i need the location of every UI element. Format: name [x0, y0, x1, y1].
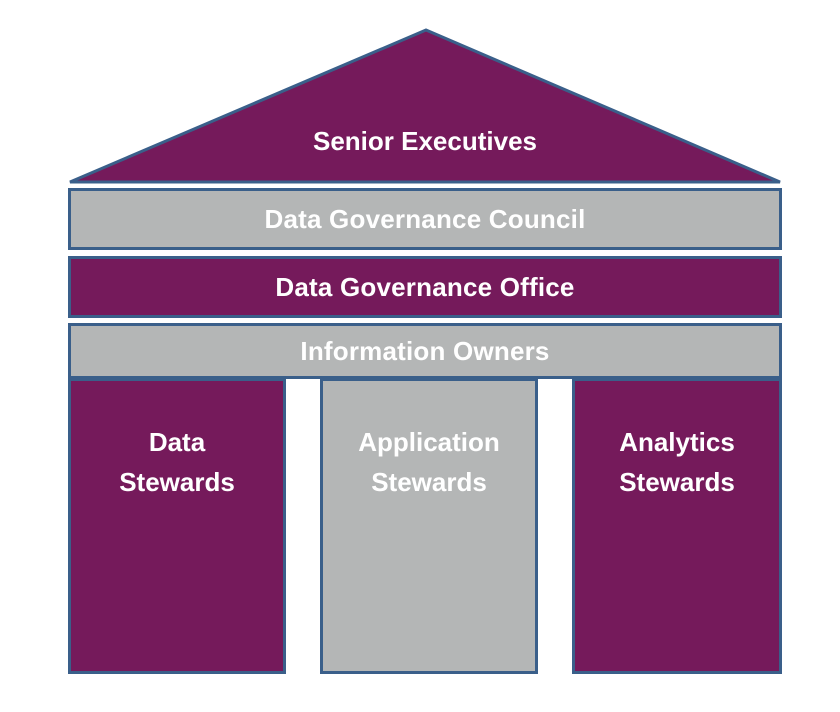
band-data-governance-council: Data Governance Council — [68, 188, 782, 250]
roof-label: Senior Executives — [313, 126, 537, 156]
pillar-label-line1: Data — [148, 427, 206, 457]
pillar-label-line2: Stewards — [619, 467, 735, 497]
pillar-analytics-stewards: Analytics Stewards — [572, 378, 782, 674]
band-label: Information Owners — [300, 335, 550, 366]
pillar-label: Analytics Stewards — [619, 422, 735, 502]
pillar-label-line2: Stewards — [119, 467, 235, 497]
band-label: Data Governance Council — [264, 203, 586, 234]
pillar-label-line1: Application — [358, 427, 500, 457]
pillar-label-line1: Analytics — [619, 427, 735, 457]
pillar-label-line2: Stewards — [371, 467, 487, 497]
roof-triangle — [69, 28, 781, 184]
band-data-governance-office: Data Governance Office — [68, 256, 782, 318]
pillar-label: Data Stewards — [119, 422, 235, 502]
pillar-application-stewards: Application Stewards — [320, 378, 538, 674]
pillar-data-stewards: Data Stewards — [68, 378, 286, 674]
pillar-label: Application Stewards — [358, 422, 500, 502]
band-label: Data Governance Office — [275, 271, 575, 302]
band-information-owners: Information Owners — [68, 323, 782, 379]
